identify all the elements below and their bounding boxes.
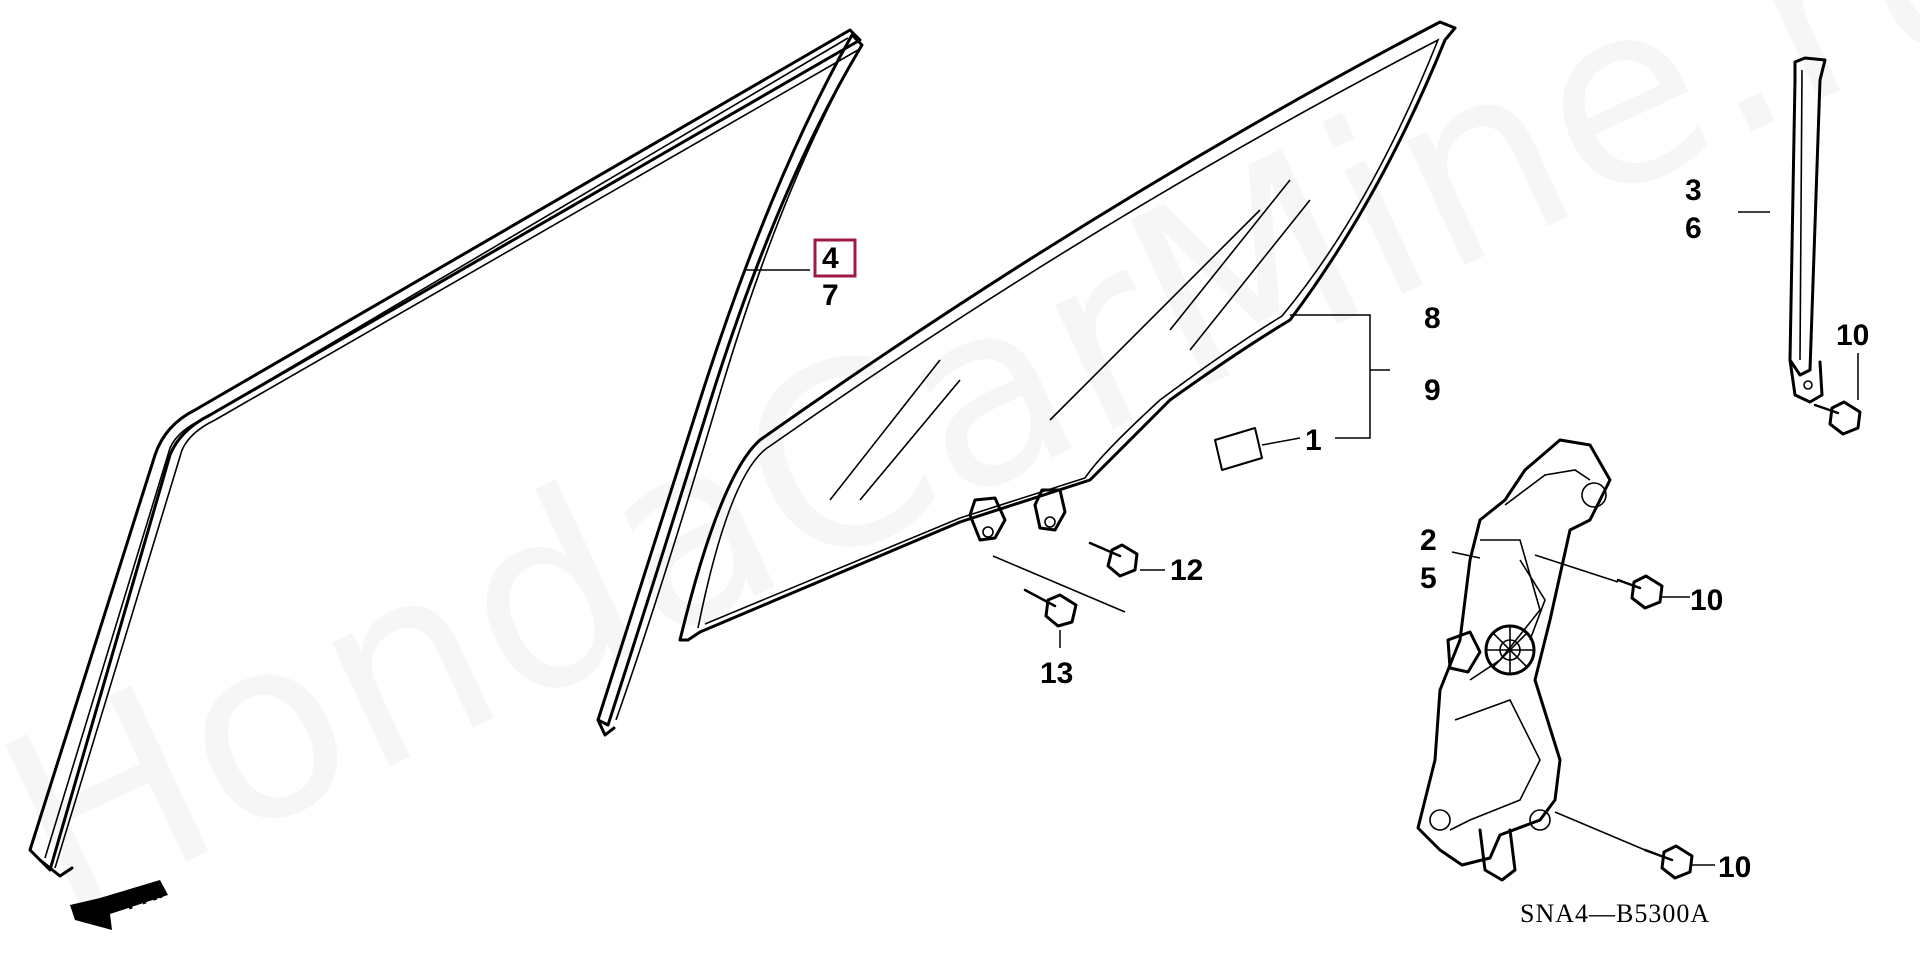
bolt-10-upper[interactable] (1616, 574, 1664, 610)
callout-8[interactable]: 8 (1424, 302, 1441, 335)
part-window-regulator-2-5[interactable] (1416, 438, 1612, 882)
callout-13[interactable]: 13 (1040, 657, 1073, 690)
callout-2[interactable]: 2 (1420, 524, 1437, 557)
part-run-channel-4-7[interactable] (596, 33, 864, 737)
callout-7[interactable]: 7 (822, 279, 839, 312)
bolt-13[interactable] (1023, 588, 1078, 628)
callout-4[interactable]: 4 (822, 242, 839, 275)
part-door-glass-8-9[interactable] (678, 20, 1457, 642)
callout-6[interactable]: 6 (1685, 212, 1702, 245)
bolt-11[interactable] (1813, 400, 1862, 436)
callout-3[interactable]: 3 (1685, 174, 1702, 207)
highlight-box-4 (813, 238, 857, 278)
callout-10-upper[interactable]: 10 (1690, 584, 1723, 617)
bolt-12[interactable] (1088, 541, 1139, 578)
part-rear-run-channel-3-6[interactable] (1788, 56, 1827, 404)
callout-1[interactable]: 1 (1305, 424, 1322, 457)
callout-12[interactable]: 12 (1170, 554, 1203, 587)
guide-line (992, 555, 1126, 613)
callout-9[interactable]: 9 (1424, 374, 1441, 407)
leader-lines (745, 211, 1859, 866)
diagram-code: SNA4—B5300A (1520, 899, 1710, 928)
callout-11[interactable]: 10 (1836, 319, 1869, 352)
callout-5[interactable]: 5 (1420, 562, 1437, 595)
callout-10-lower[interactable]: 10 (1718, 851, 1751, 884)
part-outer-run-channel[interactable] (28, 28, 862, 878)
bolt-10-lower[interactable] (1643, 844, 1694, 880)
part-glass-label-1[interactable] (1214, 427, 1263, 471)
